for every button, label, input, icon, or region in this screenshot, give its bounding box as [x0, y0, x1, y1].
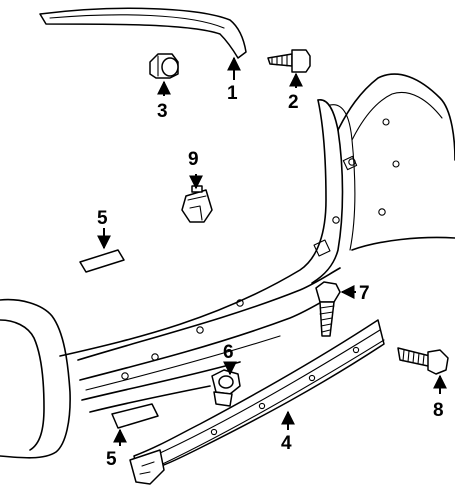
- callout-6: 6: [223, 342, 234, 363]
- vehicle-body-outline: [0, 73, 455, 459]
- part-1-molding: [39, 7, 247, 59]
- part-5-pad-lower: [111, 403, 159, 429]
- callout-1: 1: [227, 83, 238, 104]
- part-7-screw: [315, 281, 341, 337]
- callout-3: 3: [157, 101, 168, 122]
- callout-4: 4: [281, 433, 292, 454]
- callout-5a: 5: [97, 208, 108, 229]
- callout-2: 2: [288, 92, 299, 113]
- part-9-clip: [181, 185, 213, 223]
- part-2-screw: [267, 49, 311, 73]
- callout-8: 8: [433, 400, 444, 421]
- part-6-clip: [211, 369, 241, 407]
- callout-5b: 5: [106, 449, 117, 470]
- part-8-screw: [397, 347, 449, 375]
- part-4-rocker-molding: [129, 319, 385, 485]
- part-3-retainer: [149, 53, 179, 79]
- part-5-pad-upper: [79, 249, 125, 273]
- callout-9: 9: [188, 149, 199, 170]
- callout-7: 7: [359, 283, 370, 304]
